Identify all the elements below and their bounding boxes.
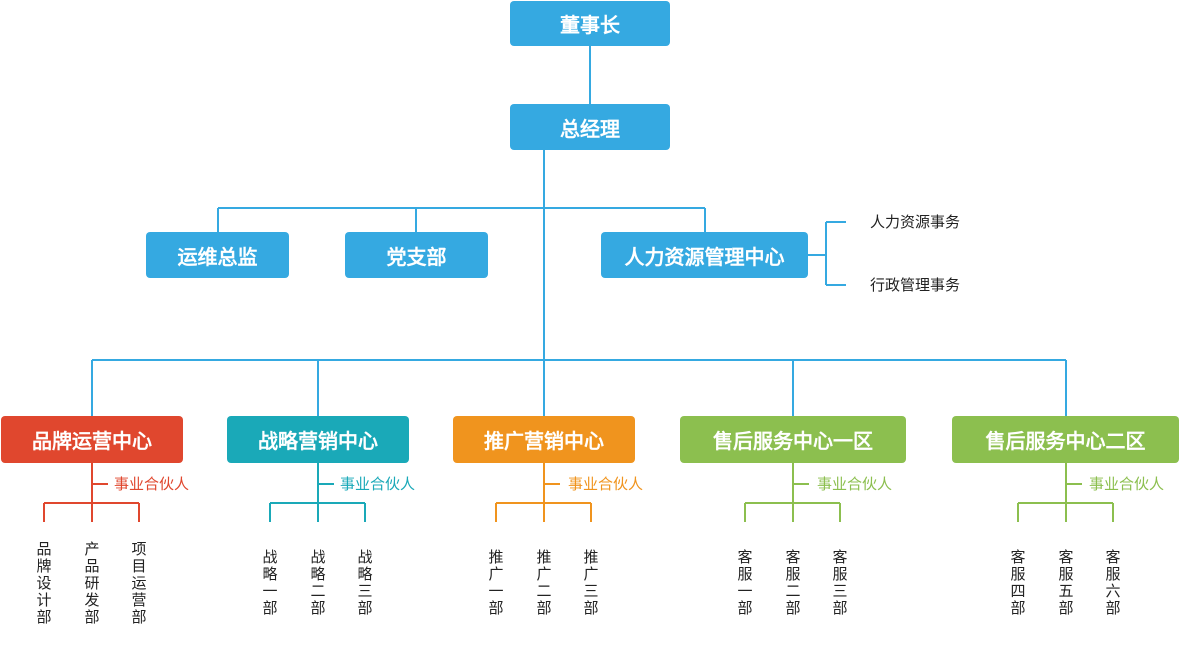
dept-label: 推广一部	[488, 548, 504, 617]
center-label: 战略营销中心	[258, 429, 378, 453]
center-label: 售后服务中心一区	[713, 429, 873, 453]
dept-label: 客服三部	[832, 548, 848, 617]
strategy-marketing-center-box: 战略营销中心	[227, 416, 409, 463]
dept-label: 客服二部	[785, 548, 801, 617]
party-branch-label: 党支部	[386, 244, 447, 269]
dept-label: 客服四部	[1010, 548, 1026, 617]
admin-affairs-label: 行政管理事务	[870, 276, 961, 294]
brand-ops-center-box: 品牌运营中心	[1, 416, 183, 463]
dept-label: 战略三部	[357, 548, 373, 617]
ops-director-label: 运维总监	[177, 244, 258, 269]
promotion-marketing-center-box: 推广营销中心	[453, 416, 635, 463]
dept-label: 推广二部	[536, 548, 552, 617]
partner-label: 事业合伙人	[1089, 475, 1165, 493]
dept-label: 推广三部	[583, 548, 599, 617]
ops-director-box: 运维总监	[146, 232, 289, 278]
party-branch-box: 党支部	[345, 232, 488, 278]
dept-label: 品牌设计部	[36, 540, 52, 626]
partner-label: 事业合伙人	[114, 475, 190, 493]
hr-center-label: 人力资源管理中心	[624, 244, 785, 269]
chairman-label: 董事长	[560, 13, 620, 37]
after-sales-center-zone2-box: 售后服务中心二区	[952, 416, 1179, 463]
hr-center-box: 人力资源管理中心	[601, 232, 808, 278]
general-manager-label: 总经理	[560, 116, 620, 141]
dept-label: 战略一部	[262, 548, 278, 617]
partner-label: 事业合伙人	[340, 475, 416, 493]
dept-label: 客服六部	[1105, 548, 1121, 617]
dept-label: 战略二部	[310, 548, 326, 617]
partner-label: 事业合伙人	[817, 475, 893, 493]
general-manager-box: 总经理	[510, 104, 670, 150]
partner-label: 事业合伙人	[568, 475, 644, 493]
hr-affairs-label: 人力资源事务	[870, 213, 961, 231]
dept-label: 客服一部	[737, 548, 753, 617]
center-label: 品牌运营中心	[32, 429, 152, 453]
chairman-box: 董事长	[510, 1, 670, 46]
after-sales-center-zone1-box: 售后服务中心一区	[680, 416, 906, 463]
center-label: 售后服务中心二区	[985, 429, 1146, 453]
dept-label: 客服五部	[1058, 548, 1074, 617]
dept-label: 项目运营部	[131, 540, 147, 626]
dept-label: 产品研发部	[84, 540, 100, 626]
center-label: 推广营销中心	[484, 429, 604, 453]
